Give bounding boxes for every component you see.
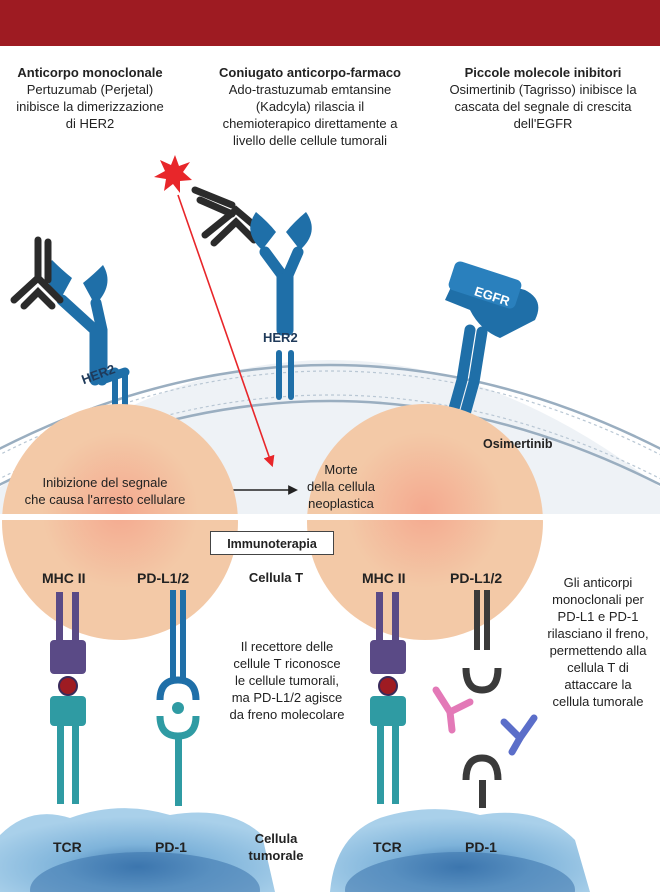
- text-line: Ado-trastuzumab emtansine: [228, 82, 392, 97]
- t-cell-left: [2, 404, 238, 640]
- label-cell-death: Morte della cellula neoplastica: [286, 461, 396, 512]
- label-signal-inhibition: Inibizione del segnale che causa l'arres…: [10, 474, 200, 508]
- mhc-tcr-complex-left: [50, 592, 86, 804]
- tcr-label-left: TCR: [53, 839, 82, 855]
- text-line: Osimertinib (Tagrisso) inibisce la: [449, 82, 637, 97]
- title-antibody-drug-conjugate: Coniugato anticorpo-farmaco: [218, 65, 401, 80]
- text-line: PD-L1 e PD-1: [557, 609, 639, 624]
- pdl-label-left: PD-L1/2: [137, 570, 189, 586]
- tcr-label-right: TCR: [373, 839, 402, 855]
- header-band: [0, 0, 660, 46]
- tumor-cell-right: [330, 809, 590, 892]
- text-line: della cellula: [307, 479, 375, 494]
- pertuzumab-antibody: [10, 236, 64, 310]
- explanation-left: Il recettore delle cellule T riconosce l…: [218, 638, 356, 723]
- anti-pd1-antibody: [500, 714, 538, 756]
- text-line: Cellula: [254, 831, 298, 846]
- pdl1-pd1-separated-right: [462, 590, 502, 808]
- text-line: cellule T riconosce: [233, 656, 341, 671]
- text-line: chemioterapico direttamente a: [222, 116, 398, 131]
- title-monoclonal-antibody: Anticorpo monoclonale: [17, 65, 163, 80]
- label-tumor-cell: Cellula tumorale: [236, 830, 316, 864]
- text-line: da freno molecolare: [229, 707, 345, 722]
- text-line: Gli anticorpi: [563, 575, 633, 590]
- text-line: attaccare la: [564, 677, 632, 692]
- arrow-drug-to-death: [177, 194, 275, 468]
- title-small-molecule-inhibitors: Piccole molecole inibitori: [464, 65, 622, 80]
- text-line: Il recettore delle: [240, 639, 334, 654]
- pd1-label-left: PD-1: [155, 839, 187, 855]
- text-line: rilasciano il freno,: [547, 626, 649, 641]
- text-line: neoplastica: [308, 496, 374, 511]
- pd1-label-right: PD-1: [465, 839, 497, 855]
- text-line: che causa l'arresto cellulare: [24, 492, 186, 507]
- text-line: Inibizione del segnale: [42, 475, 168, 490]
- text-line: dell'EGFR: [513, 116, 573, 131]
- text-line: permettendo alla: [549, 643, 647, 658]
- her2-label-center: HER2: [263, 330, 298, 345]
- t-cell-right: [307, 404, 543, 640]
- text-line: cellula T di: [567, 660, 629, 675]
- text-line: monoclonali per: [552, 592, 644, 607]
- text-line: le cellule tumorali,: [234, 673, 340, 688]
- pdl1-pd1-complex-left: [156, 590, 200, 806]
- text-line: cellula tumorale: [552, 694, 644, 709]
- tumor-cell-left: [0, 808, 275, 892]
- her2-receptor-center: [250, 212, 312, 400]
- label-t-cell: Cellula T: [248, 570, 304, 585]
- text-line: cascata del segnale di crescita: [454, 99, 632, 114]
- text-line: Pertuzumab (Perjetal): [26, 82, 154, 97]
- mhc-label-left: MHC II: [42, 570, 86, 586]
- text-line: di HER2: [65, 116, 115, 131]
- text-line: inibisce la dimerizzazione: [16, 99, 164, 114]
- drug-payload-star: [154, 155, 192, 193]
- text-line: (Kadcyla) rilascia il: [255, 99, 365, 114]
- immunotherapy-badge: Immunoterapia: [210, 531, 334, 555]
- text-line: ma PD-L1/2 agisce: [231, 690, 343, 705]
- mhc-label-right: MHC II: [362, 570, 406, 586]
- text-line: tumorale: [248, 848, 304, 863]
- egfr-receptor: [442, 261, 539, 438]
- mhc-tcr-complex-right: [370, 592, 406, 804]
- pdl-label-right: PD-L1/2: [450, 570, 502, 586]
- label-monoclonal-antibody: Anticorpo monoclonale Pertuzumab (Perjet…: [2, 64, 178, 132]
- explanation-right: Gli anticorpi monoclonali per PD-L1 e PD…: [538, 574, 658, 710]
- anti-pdl1-antibody: [432, 686, 474, 734]
- label-small-molecule-inhibitors: Piccole molecole inibitori Osimertinib (…: [430, 64, 656, 132]
- text-line: livello delle cellule tumorali: [233, 133, 387, 148]
- label-antibody-drug-conjugate: Coniugato anticorpo-farmaco Ado-trastuzu…: [196, 64, 424, 149]
- text-line: Morte: [324, 462, 358, 477]
- osimertinib-label: Osimertinib: [483, 437, 553, 451]
